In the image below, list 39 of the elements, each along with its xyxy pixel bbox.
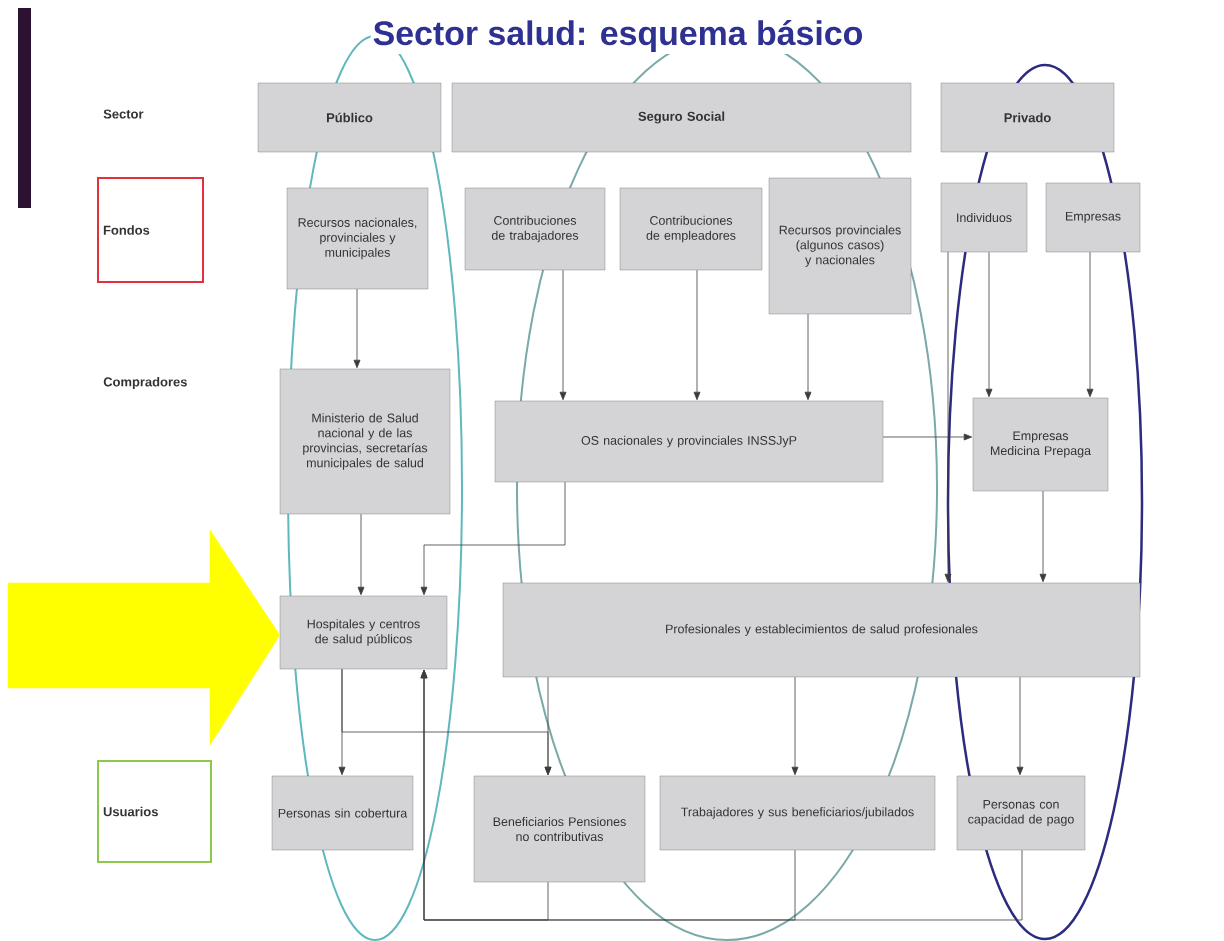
sector-header-box: Privado xyxy=(940,82,1115,153)
arrow xyxy=(693,269,701,401)
process-box: Trabajadores y sus beneficiarios/jubilados xyxy=(659,775,936,851)
arrow xyxy=(1039,490,1047,583)
arrow xyxy=(1086,251,1094,398)
arrow xyxy=(882,433,973,441)
process-box: Ministerio de Salud nacional y de las provincias, secretarías municipales de salud xyxy=(279,368,451,515)
row-label-box: Fondos xyxy=(97,177,204,283)
arrow xyxy=(791,676,799,776)
block-arrow xyxy=(7,529,281,746)
arrow xyxy=(1016,676,1024,776)
row-label: Sector xyxy=(103,109,144,119)
process-box: Profesionales y establecimientos de salud profesionales xyxy=(502,582,1141,678)
arrow xyxy=(420,669,1023,921)
arrow xyxy=(944,251,952,583)
arrow xyxy=(544,676,552,776)
row-label: Compradores xyxy=(103,376,187,390)
process-box: Individuos xyxy=(940,182,1028,253)
arrow xyxy=(357,513,365,596)
process-box: Personas con capacidad de pago xyxy=(956,775,1086,851)
sector-header-box: Público xyxy=(257,82,442,153)
process-box: Empresas xyxy=(1045,182,1141,253)
process-box: Beneficiarios Pensiones no contributivas xyxy=(473,775,646,883)
sector-header-box: Seguro Social xyxy=(451,82,912,153)
arrow xyxy=(804,313,812,401)
process-box: Hospitales y centros de salud públicos xyxy=(279,595,448,670)
arrow xyxy=(353,288,361,369)
row-label-box: Usuarios xyxy=(97,760,212,863)
arrow xyxy=(420,481,566,596)
process-box: Recursos provinciales (algunos casos) y nacionales xyxy=(768,177,912,315)
process-box: Contribuciones de empleadores xyxy=(619,187,763,271)
process-box: Contribuciones de trabajadores xyxy=(464,187,606,271)
process-box: Empresas Medicina Prepaga xyxy=(972,397,1109,492)
process-box: Personas sin cobertura xyxy=(271,775,414,851)
process-box: Recursos nacionales, provinciales y municipales xyxy=(286,187,429,290)
title: Sector salud: esquema básico xyxy=(370,18,866,54)
arrow xyxy=(985,251,993,398)
process-box: OS nacionales y provinciales INSSJyP xyxy=(494,400,884,483)
arrow xyxy=(559,269,567,401)
